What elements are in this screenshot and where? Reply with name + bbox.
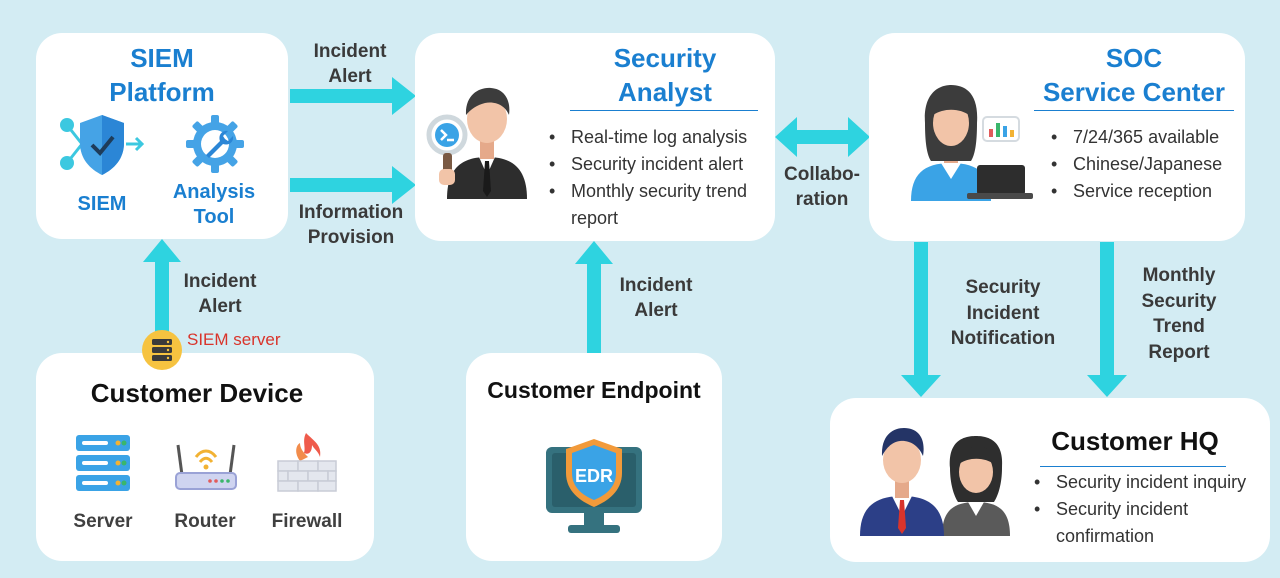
server-icon <box>76 435 130 491</box>
arrow-incident-alert-left <box>143 239 181 345</box>
label-incident-alert-top-line1: Incident <box>313 41 387 62</box>
customer-device-title: Customer Device <box>90 378 304 408</box>
arrow-incident-alert-top <box>290 77 416 115</box>
label-security-incident-notification: Security Incident Notification <box>934 275 1072 352</box>
siem-server-label: SIEM server <box>187 330 281 349</box>
arrow-security-incident-notification <box>901 242 941 397</box>
soc-service-center-box: SOC Service Center 7/24/365 available Ch… <box>869 33 1245 241</box>
siem-platform-box: SIEM Platform SIEM Analysis Tool <box>36 33 288 239</box>
firewall-label: Firewall <box>271 511 343 532</box>
security-analyst-list: Real-time log analysis Security incident… <box>547 124 767 232</box>
security-analyst-title-line2: Analyst <box>618 77 712 107</box>
label-incident-alert-top-line2: Alert <box>328 66 372 87</box>
siem-shield-icon <box>60 115 145 175</box>
siem-label: SIEM <box>77 193 127 215</box>
hq-item-confirmation: Security incident confirmation <box>1032 496 1266 550</box>
edr-text: EDR <box>574 466 613 486</box>
arrow-collaboration <box>775 117 870 157</box>
female-operator-icon <box>911 85 1033 201</box>
router-icon <box>175 444 237 490</box>
customer-device-box: Customer Device Server Router Firewall <box>36 353 374 561</box>
analyst-item-trend: Monthly security trend report <box>547 178 767 232</box>
label-incident-alert-left: Incident Alert <box>170 269 270 319</box>
analysis-tool-label-line2: Tool <box>193 206 235 228</box>
arrow-information-provision <box>290 166 416 204</box>
male-analyst-icon <box>426 87 527 199</box>
label-trend-line3: Trend <box>1153 316 1205 337</box>
soc-item-availability: 7/24/365 available <box>1049 124 1239 151</box>
analysis-tool-gear-icon <box>186 115 244 173</box>
customer-endpoint-title: Customer Endpoint <box>487 377 701 403</box>
customer-hq-list: Security incident inquiry Security incid… <box>1032 469 1266 550</box>
label-incident-alert-left-line2: Alert <box>198 296 242 317</box>
label-incident-alert-left-line1: Incident <box>183 271 257 292</box>
security-analyst-divider <box>570 110 758 111</box>
label-information-provision-line2: Provision <box>307 227 395 248</box>
siem-platform-title-line1: SIEM <box>130 43 194 73</box>
label-monthly-trend-report: Monthly Security Trend Report <box>1124 263 1234 365</box>
security-analyst-title-line1: Security <box>613 43 717 73</box>
firewall-icon <box>277 433 337 492</box>
label-trend-line2: Security <box>1141 290 1217 312</box>
siem-platform-title: SIEM Platform <box>36 41 288 109</box>
label-collaboration-line2: ration <box>795 189 849 210</box>
arrow-monthly-trend-report <box>1087 242 1127 397</box>
analyst-item-realtime: Real-time log analysis <box>547 124 767 151</box>
label-information-provision-line1: Information <box>298 202 404 223</box>
soc-title-line1: SOC <box>1105 43 1163 73</box>
customer-hq-title: Customer HQ <box>1051 426 1219 456</box>
customer-endpoint-box: Customer Endpoint EDR <box>466 353 722 561</box>
security-analyst-title: Security Analyst <box>575 41 755 109</box>
soc-item-languages: Chinese/Japanese <box>1049 151 1239 178</box>
customer-hq-people-icon <box>860 428 1010 536</box>
soc-item-reception: Service reception <box>1049 178 1239 205</box>
soc-list: 7/24/365 available Chinese/Japanese Serv… <box>1049 124 1239 205</box>
label-incident-alert-mid-line1: Incident <box>619 275 693 296</box>
analyst-item-alert: Security incident alert <box>547 151 767 178</box>
label-collaboration: Collabo- ration <box>772 162 872 212</box>
label-incident-alert-mid: Incident Alert <box>606 273 706 323</box>
label-collaboration-line1: Collabo- <box>784 164 860 185</box>
siem-server-icon <box>142 330 182 370</box>
label-notification-line2: Incident <box>966 302 1040 324</box>
analysis-tool-label-line1: Analysis <box>172 181 256 203</box>
customer-hq-divider <box>1040 466 1226 467</box>
soc-title-line2: Service Center <box>1042 77 1226 107</box>
edr-monitor-icon <box>546 439 642 533</box>
label-notification-line1: Security <box>965 277 1041 298</box>
arrow-incident-alert-mid <box>575 241 613 355</box>
soc-title: SOC Service Center <box>1029 41 1239 109</box>
label-information-provision: Information Provision <box>284 200 418 250</box>
label-incident-alert-mid-line2: Alert <box>634 300 678 321</box>
security-analyst-box: Security Analyst Real-time log analysis … <box>415 33 775 241</box>
router-label: Router <box>174 511 236 532</box>
analysis-tool-label: Analysis Tool <box>164 180 264 230</box>
siem-platform-title-line2: Platform <box>109 77 215 107</box>
label-notification-line3: Notification <box>950 328 1056 349</box>
label-incident-alert-top: Incident Alert <box>300 39 400 89</box>
label-trend-line1: Monthly <box>1142 265 1216 286</box>
soc-divider <box>1034 110 1234 111</box>
hq-item-inquiry: Security incident inquiry <box>1032 469 1266 496</box>
server-label: Server <box>73 511 133 532</box>
customer-hq-box: Customer HQ Security incident inquiry Se… <box>830 398 1270 562</box>
label-trend-line4: Report <box>1148 341 1210 363</box>
